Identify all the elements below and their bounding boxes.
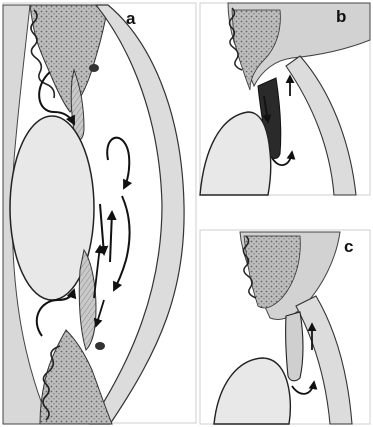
panel-a-canal-lower: [95, 342, 105, 350]
panel-a: a: [3, 3, 196, 424]
panel-a-canal-upper: [89, 64, 99, 72]
panel-c: c: [200, 230, 370, 424]
panel-a-label: a: [126, 9, 136, 28]
panel-c-iris: [286, 312, 303, 381]
panel-c-label: c: [344, 237, 353, 256]
panel-b-label: b: [336, 7, 346, 26]
panel-b: b: [200, 3, 370, 195]
